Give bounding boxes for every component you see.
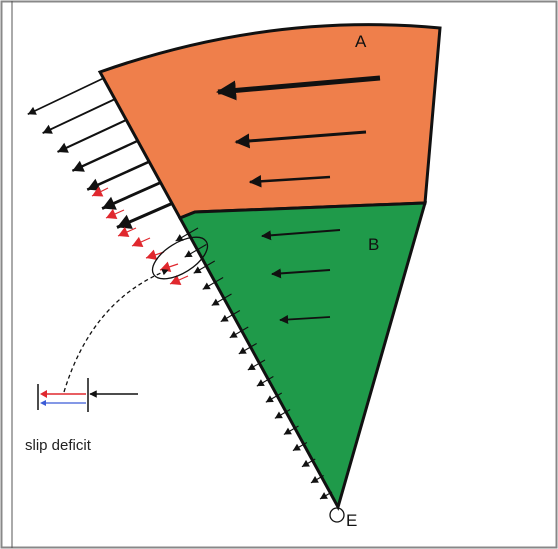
- region-a: [97, 23, 442, 220]
- boundary-arrowhead: [301, 459, 310, 467]
- boundary-arrowhead: [27, 106, 37, 115]
- boundary-arrowhead: [220, 314, 229, 322]
- boundary-arrowhead: [118, 226, 130, 237]
- boundary-arrowhead: [319, 492, 328, 499]
- boundary-arrowhead: [72, 160, 85, 172]
- boundary-arrowhead: [202, 282, 211, 290]
- region-b-label: B: [368, 235, 379, 254]
- boundary-arrowhead: [247, 363, 256, 370]
- boundary-arrowhead: [92, 186, 104, 197]
- boundary-arrowhead: [116, 214, 133, 229]
- boundary-arrowhead: [265, 395, 274, 403]
- boundary-arrowhead: [170, 274, 182, 285]
- boundary-arrowhead: [102, 196, 117, 210]
- highlight-ellipse: [151, 236, 209, 280]
- flow-arrow: [279, 315, 331, 325]
- boundary-arrowhead: [283, 427, 292, 435]
- dashed-connector: [63, 269, 169, 393]
- region-a-flow-arrows: [216, 75, 381, 188]
- apex-circle-icon: [329, 507, 345, 523]
- boundary-arrowhead: [87, 178, 101, 191]
- boundary-arrowhead: [310, 476, 319, 483]
- edge-arrows-region-a: [27, 77, 173, 229]
- flow-arrow: [271, 268, 331, 279]
- boundary-arrowhead: [211, 298, 220, 306]
- flow-arrow: [216, 75, 381, 101]
- boundary-arrowhead: [175, 234, 184, 241]
- boundary-arrowhead: [292, 443, 301, 451]
- flow-arrow: [248, 175, 331, 188]
- region-a-label: A: [355, 32, 367, 51]
- boundary-arrow: [71, 139, 139, 172]
- boundary-arrowhead: [238, 347, 247, 354]
- flow-arrow: [261, 229, 341, 241]
- boundary-arrowhead: [106, 208, 118, 219]
- edge-arrows-region-b: [175, 227, 333, 500]
- boundary-arrowhead: [193, 266, 202, 274]
- boundary-arrowhead: [184, 250, 193, 258]
- blue-arrowhead: [40, 400, 46, 406]
- region-b: [177, 201, 428, 511]
- boundary-arrowhead: [42, 124, 53, 134]
- apex-label: E: [346, 511, 357, 530]
- flow-arrow: [234, 130, 367, 149]
- boundary-arrowhead: [146, 249, 158, 261]
- boundary-arrow: [42, 98, 116, 134]
- boundary-arrowhead: [132, 236, 144, 247]
- slip-deficit-label: slip deficit: [25, 437, 92, 454]
- boundary-arrowhead: [57, 142, 69, 153]
- boundary-arrowhead: [229, 330, 238, 338]
- slip-deficit-red-arrows: [91, 186, 189, 285]
- boundary-arrowhead: [256, 379, 265, 387]
- boundary-arrow: [27, 77, 104, 115]
- region-b-flow-arrows: [261, 229, 341, 325]
- red-arrowhead: [40, 390, 47, 398]
- slip-deficit-legend: slip deficit: [25, 378, 138, 454]
- boundary-arrow: [57, 119, 127, 153]
- boundary-arrowhead: [274, 411, 283, 419]
